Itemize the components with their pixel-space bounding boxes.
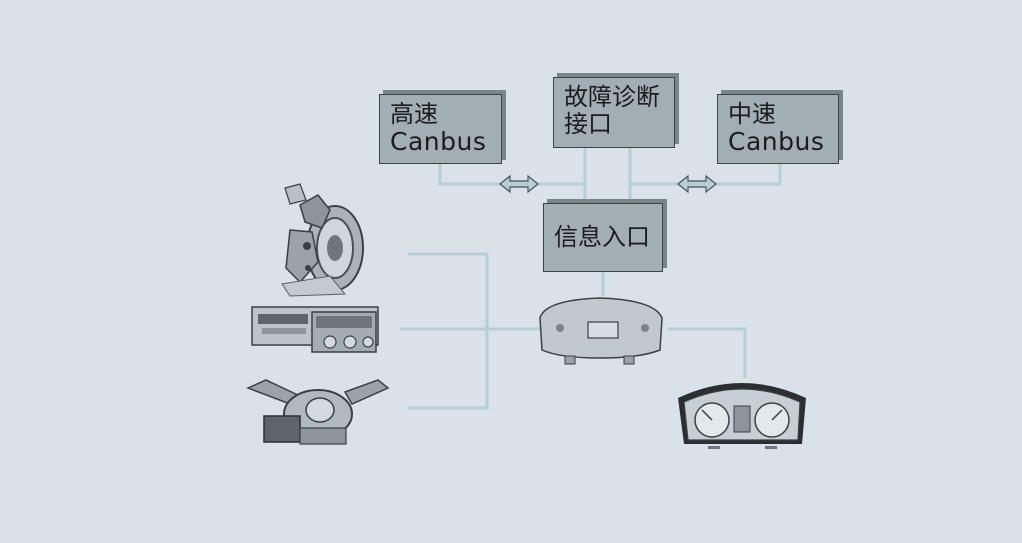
double-arrow-icon: [499, 174, 539, 194]
high-speed-label: 高速: [390, 100, 438, 128]
line-brake-bus: [408, 252, 489, 410]
diagnostic-label: 故障诊断: [564, 83, 660, 111]
instrument-cluster-back-icon: [539, 297, 663, 365]
gateway-label: 信息入口: [554, 223, 650, 251]
brake-caliper-icon: [281, 183, 364, 297]
diagnostic-label-2: 接口: [564, 110, 612, 138]
mid-speed-label: 中速: [728, 100, 776, 128]
steering-switch-icon: [246, 379, 390, 445]
audio-unit-icon: [251, 306, 379, 353]
mid-speed-canbus-label: Canbus: [728, 127, 825, 156]
instrument-cluster-front-icon: [678, 383, 806, 449]
connector-lines: [400, 148, 782, 410]
diagnostic-interface-box: 故障诊断 接口: [553, 77, 675, 148]
double-arrow-icon: [677, 174, 717, 194]
mid-speed-canbus-box: 中速 Canbus: [717, 94, 839, 164]
line-cluster-front: [668, 327, 747, 378]
high-speed-canbus-label: Canbus: [390, 127, 487, 156]
high-speed-canbus-box: 高速 Canbus: [379, 94, 502, 164]
gateway-box: 信息入口: [543, 203, 663, 272]
